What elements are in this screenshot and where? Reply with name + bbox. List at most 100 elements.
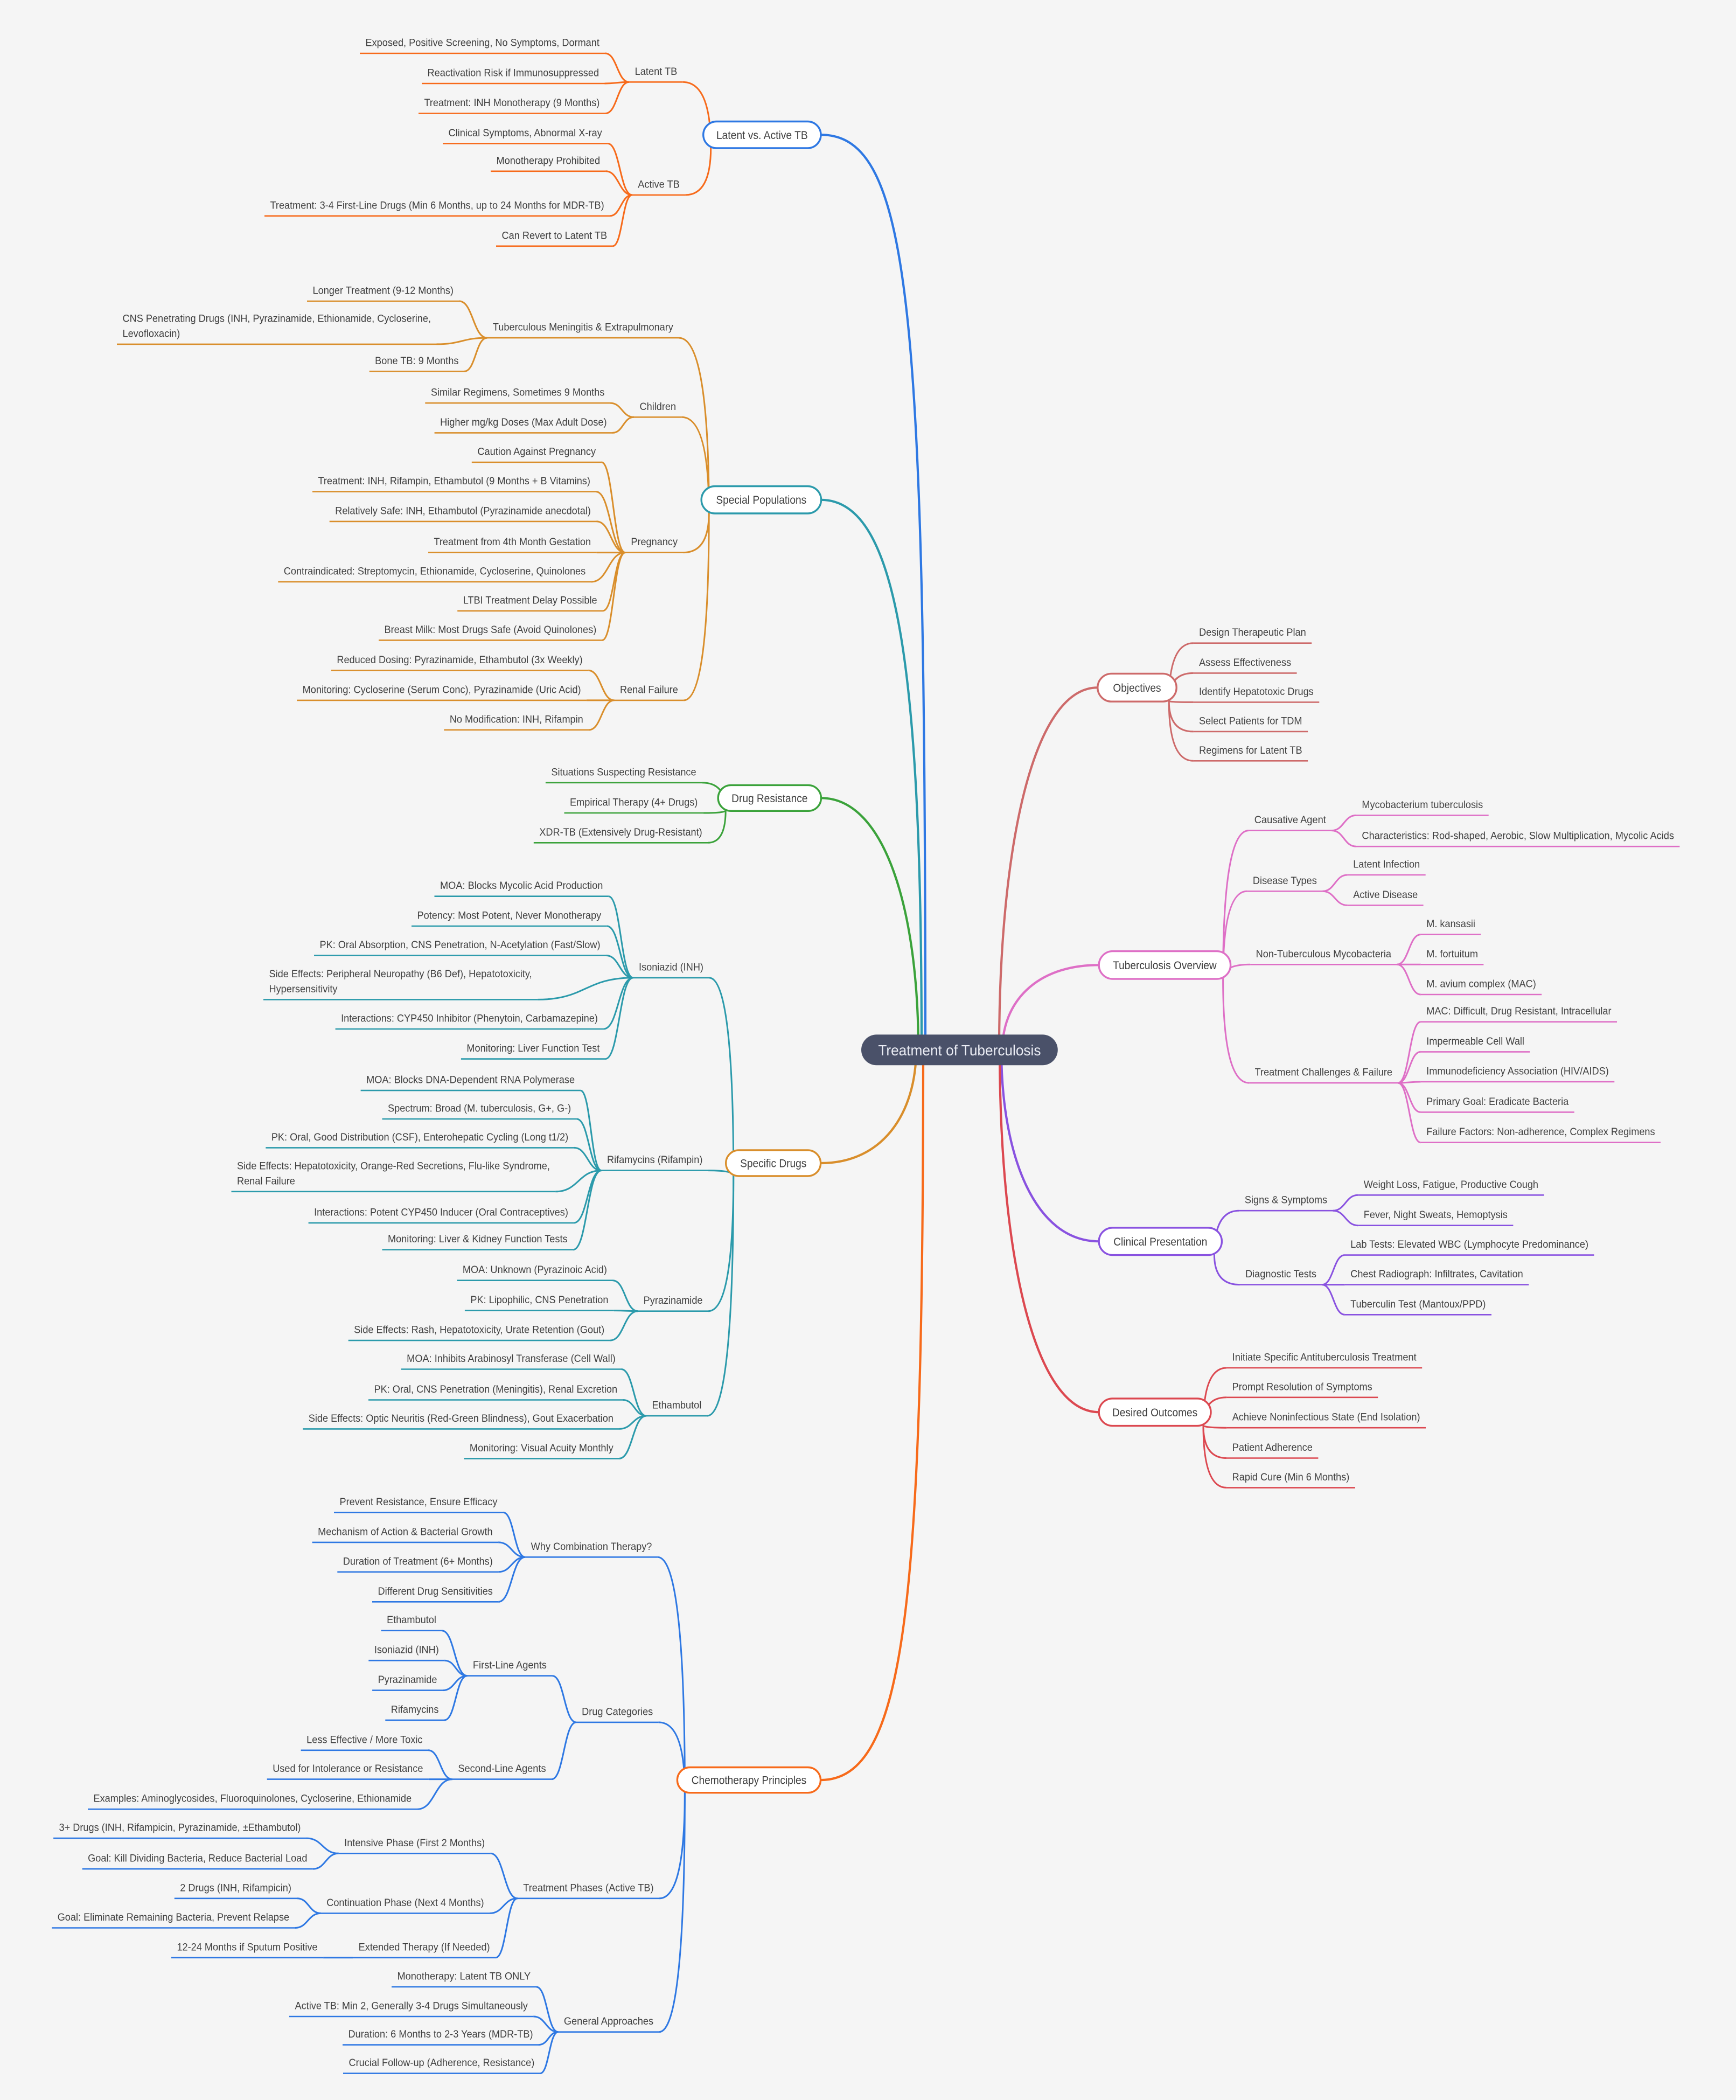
svg-text:Isoniazid (INH): Isoniazid (INH) xyxy=(374,1644,439,1656)
svg-text:Primary Goal: Eradicate Bacter: Primary Goal: Eradicate Bacteria xyxy=(1426,1096,1568,1108)
svg-text:Latent vs. Active TB: Latent vs. Active TB xyxy=(716,129,808,142)
svg-text:PK: Lipophilic, CNS Penetratio: PK: Lipophilic, CNS Penetration xyxy=(470,1294,608,1306)
svg-text:Goal: Eliminate Remaining Bact: Goal: Eliminate Remaining Bacteria, Prev… xyxy=(58,1911,289,1923)
svg-text:Pyrazinamide: Pyrazinamide xyxy=(378,1674,437,1686)
svg-text:General Approaches: General Approaches xyxy=(564,2015,654,2027)
svg-text:MAC: Difficult, Drug Resistant: MAC: Difficult, Drug Resistant, Intracel… xyxy=(1426,1005,1612,1017)
svg-text:Desired Outcomes: Desired Outcomes xyxy=(1112,1407,1197,1419)
svg-text:M. kansasii: M. kansasii xyxy=(1426,918,1475,930)
svg-text:MOA: Blocks Mycolic Acid Produ: MOA: Blocks Mycolic Acid Production xyxy=(440,880,603,892)
svg-text:Non-Tuberculous Mycobacteria: Non-Tuberculous Mycobacteria xyxy=(1256,948,1391,960)
svg-text:Examples: Aminoglycosides, Flu: Examples: Aminoglycosides, Fluoroquinolo… xyxy=(93,1793,412,1805)
svg-text:LTBI Treatment Delay Possible: LTBI Treatment Delay Possible xyxy=(463,594,597,606)
svg-text:PK: Oral, Good Distribution (C: PK: Oral, Good Distribution (CSF), Enter… xyxy=(271,1131,568,1143)
svg-text:Disease Types: Disease Types xyxy=(1253,875,1317,887)
svg-text:XDR-TB (Extensively Drug-Resis: XDR-TB (Extensively Drug-Resistant) xyxy=(539,826,702,838)
svg-text:Monitoring: Visual Acuity Mont: Monitoring: Visual Acuity Monthly xyxy=(470,1442,613,1454)
svg-text:PK: Oral Absorption, CNS Penet: PK: Oral Absorption, CNS Penetration, N-… xyxy=(319,939,600,951)
svg-text:Ethambutol: Ethambutol xyxy=(387,1614,436,1626)
svg-text:Treatment: INH Monotherapy (9: Treatment: INH Monotherapy (9 Months) xyxy=(424,97,599,109)
svg-text:Treatment of Tuberculosis: Treatment of Tuberculosis xyxy=(878,1042,1041,1059)
svg-text:Chemotherapy Principles: Chemotherapy Principles xyxy=(692,1775,806,1787)
svg-text:Special Populations: Special Populations xyxy=(716,494,806,506)
svg-text:Failure Factors: Non-adherence: Failure Factors: Non-adherence, Complex … xyxy=(1426,1126,1655,1138)
svg-text:Pregnancy: Pregnancy xyxy=(631,536,678,548)
svg-text:Treatment: 3-4 First-Line Drug: Treatment: 3-4 First-Line Drugs (Min 6 M… xyxy=(270,199,604,211)
svg-text:Renal Failure: Renal Failure xyxy=(237,1175,295,1187)
svg-text:Causative Agent: Causative Agent xyxy=(1254,814,1327,826)
svg-text:Contraindicated: Streptomycin,: Contraindicated: Streptomycin, Ethionami… xyxy=(284,566,586,578)
svg-text:Levofloxacin): Levofloxacin) xyxy=(123,328,180,339)
svg-text:Duration of Treatment (6+ Mont: Duration of Treatment (6+ Months) xyxy=(343,1555,493,1567)
svg-text:Goal: Kill Dividing Bacteria,: Goal: Kill Dividing Bacteria, Reduce Bac… xyxy=(88,1853,307,1865)
svg-text:Tuberculous Meningitis & Extra: Tuberculous Meningitis & Extrapulmonary xyxy=(493,322,673,333)
svg-text:Tuberculosis Overview: Tuberculosis Overview xyxy=(1113,959,1217,972)
svg-text:Chest Radiograph: Infiltrates,: Chest Radiograph: Infiltrates, Cavitatio… xyxy=(1350,1268,1523,1280)
svg-text:Select Patients for TDM: Select Patients for TDM xyxy=(1199,715,1302,727)
svg-text:Rifamycins (Rifampin): Rifamycins (Rifampin) xyxy=(607,1154,702,1166)
svg-text:Children: Children xyxy=(640,401,677,413)
svg-text:Objectives: Objectives xyxy=(1113,682,1161,694)
svg-text:Continuation Phase (Next 4 Mon: Continuation Phase (Next 4 Months) xyxy=(326,1897,484,1909)
svg-text:Immunodeficiency Association (: Immunodeficiency Association (HIV/AIDS) xyxy=(1426,1066,1609,1077)
svg-text:Monitoring: Liver Function Tes: Monitoring: Liver Function Test xyxy=(466,1042,599,1054)
svg-text:MOA: Inhibits Arabinosyl Trans: MOA: Inhibits Arabinosyl Transferase (Ce… xyxy=(407,1353,616,1365)
svg-text:Assess Effectiveness: Assess Effectiveness xyxy=(1199,657,1291,669)
svg-text:Reactivation Risk if Immunosup: Reactivation Risk if Immunosuppressed xyxy=(428,67,599,79)
svg-text:Clinical Symptoms, Abnormal X-: Clinical Symptoms, Abnormal X-ray xyxy=(449,127,602,139)
svg-text:Active Disease: Active Disease xyxy=(1353,889,1418,901)
svg-text:Reduced Dosing: Pyrazinamide,: Reduced Dosing: Pyrazinamide, Ethambutol… xyxy=(337,654,582,666)
svg-text:Drug Categories: Drug Categories xyxy=(582,1706,653,1717)
svg-text:Bone TB: 9 Months: Bone TB: 9 Months xyxy=(375,355,458,367)
svg-text:Identify Hepatotoxic Drugs: Identify Hepatotoxic Drugs xyxy=(1199,686,1314,698)
svg-text:Rapid Cure (Min 6 Months): Rapid Cure (Min 6 Months) xyxy=(1232,1471,1350,1483)
svg-text:Specific Drugs: Specific Drugs xyxy=(740,1158,806,1170)
svg-text:Design Therapeutic Plan: Design Therapeutic Plan xyxy=(1199,627,1306,638)
svg-text:Fever, Night Sweats, Hemoptysi: Fever, Night Sweats, Hemoptysis xyxy=(1364,1209,1508,1221)
svg-text:Duration: 6 Months to 2-3 Year: Duration: 6 Months to 2-3 Years (MDR-TB) xyxy=(348,2028,533,2040)
svg-text:Intensive Phase (First 2 Month: Intensive Phase (First 2 Months) xyxy=(344,1837,485,1849)
svg-text:Higher mg/kg Doses (Max Adult: Higher mg/kg Doses (Max Adult Dose) xyxy=(440,416,606,428)
svg-text:First-Line Agents: First-Line Agents xyxy=(473,1659,547,1671)
svg-text:No Modification: INH, Rifampin: No Modification: INH, Rifampin xyxy=(450,713,583,725)
svg-text:Renal Failure: Renal Failure xyxy=(620,684,678,696)
svg-text:Similar Regimens, Sometimes 9: Similar Regimens, Sometimes 9 Months xyxy=(431,387,605,399)
svg-text:Characteristics: Rod-shaped, A: Characteristics: Rod-shaped, Aerobic, Sl… xyxy=(1362,830,1674,842)
svg-text:Breast Milk: Most Drugs Safe (: Breast Milk: Most Drugs Safe (Avoid Quin… xyxy=(385,624,597,636)
svg-text:Treatment: INH, Rifampin, Etha: Treatment: INH, Rifampin, Ethambutol (9 … xyxy=(318,475,590,487)
svg-text:Can Revert to Latent TB: Can Revert to Latent TB xyxy=(502,230,608,241)
svg-text:Treatment Phases (Active TB): Treatment Phases (Active TB) xyxy=(523,1882,653,1894)
svg-text:Signs & Symptoms: Signs & Symptoms xyxy=(1245,1194,1327,1206)
svg-text:Rifamycins: Rifamycins xyxy=(391,1703,439,1715)
svg-text:Monotherapy Prohibited: Monotherapy Prohibited xyxy=(497,155,601,166)
svg-text:PK: Oral, CNS Penetration (Men: PK: Oral, CNS Penetration (Meningitis), … xyxy=(374,1383,618,1395)
svg-text:Latent Infection: Latent Infection xyxy=(1353,859,1420,871)
svg-text:Interactions: CYP450 Inhibitor: Interactions: CYP450 Inhibitor (Phenytoi… xyxy=(341,1013,598,1025)
svg-text:Isoniazid (INH): Isoniazid (INH) xyxy=(639,961,703,973)
svg-text:Clinical Presentation: Clinical Presentation xyxy=(1113,1236,1207,1248)
svg-text:12-24 Months if Sputum Positiv: 12-24 Months if Sputum Positive xyxy=(177,1941,317,1953)
svg-text:Treatment Challenges & Failure: Treatment Challenges & Failure xyxy=(1255,1067,1392,1079)
svg-text:Why Combination Therapy?: Why Combination Therapy? xyxy=(531,1541,652,1553)
svg-text:Side Effects: Rash, Hepatotoxi: Side Effects: Rash, Hepatotoxicity, Urat… xyxy=(354,1324,604,1336)
svg-text:Patient Adherence: Patient Adherence xyxy=(1232,1442,1313,1454)
svg-text:Monitoring: Cycloserine (Serum: Monitoring: Cycloserine (Serum Conc), Py… xyxy=(303,684,581,696)
svg-text:Caution Against Pregnancy: Caution Against Pregnancy xyxy=(477,446,596,458)
svg-text:Regimens for Latent TB: Regimens for Latent TB xyxy=(1199,745,1302,756)
svg-text:Extended Therapy (If Needed): Extended Therapy (If Needed) xyxy=(359,1941,490,1953)
svg-text:Different Drug Sensitivities: Different Drug Sensitivities xyxy=(378,1586,493,1597)
svg-text:Tuberculin Test (Mantoux/PPD): Tuberculin Test (Mantoux/PPD) xyxy=(1350,1298,1486,1310)
svg-text:3+ Drugs (INH, Rifampicin, Pyr: 3+ Drugs (INH, Rifampicin, Pyrazinamide,… xyxy=(59,1822,301,1834)
svg-text:Active TB: Active TB xyxy=(638,178,680,190)
svg-text:M. avium complex (MAC): M. avium complex (MAC) xyxy=(1426,978,1536,990)
svg-text:Crucial Follow-up (Adherence,: Crucial Follow-up (Adherence, Resistance… xyxy=(349,2057,535,2069)
svg-text:Used for Intolerance or Resist: Used for Intolerance or Resistance xyxy=(273,1763,423,1775)
svg-text:Mechanism of Action & Bacteria: Mechanism of Action & Bacterial Growth xyxy=(318,1526,493,1538)
svg-text:Monitoring: Liver & Kidney Fun: Monitoring: Liver & Kidney Function Test… xyxy=(388,1233,568,1245)
svg-text:MOA: Unknown (Pyrazinoic Acid): MOA: Unknown (Pyrazinoic Acid) xyxy=(463,1264,607,1276)
svg-text:2 Drugs (INH, Rifampicin): 2 Drugs (INH, Rifampicin) xyxy=(180,1882,291,1894)
svg-text:Second-Line Agents: Second-Line Agents xyxy=(458,1763,546,1775)
svg-text:Achieve Noninfectious State (E: Achieve Noninfectious State (End Isolati… xyxy=(1232,1411,1420,1423)
svg-text:Ethambutol: Ethambutol xyxy=(652,1400,702,1411)
svg-text:Pyrazinamide: Pyrazinamide xyxy=(644,1295,703,1306)
